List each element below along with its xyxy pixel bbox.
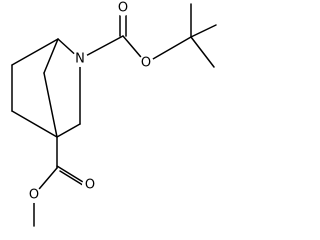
bond-ester-carbonyl-2 [59, 170, 87, 188]
carbamate-ester-oxygen-label: O [141, 56, 151, 71]
bond-tert-carbon-to-methyl-right [190, 24, 217, 38]
bond-bridge-to-quaternary-carbon [43, 72, 58, 138]
ester-methoxy-oxygen-label: O [29, 188, 39, 203]
carbamate-carbonyl-oxygen-label: O [118, 1, 128, 16]
bond-bridgehead-top-to-left-upper [11, 38, 59, 66]
bond-ester-carbonyl-1 [56, 165, 84, 183]
bond-ester-o-to-tert-carbon [145, 36, 192, 64]
chemical-structure-diagram: N O O O O [11, 0, 217, 227]
bond-left-lower-to-quaternary-carbon [11, 110, 58, 138]
bond-tert-carbon-to-methyl-bottom [190, 36, 215, 68]
bond-nitrogen-to-carbamate-carbon [79, 35, 124, 60]
nitrogen-atom-label: N [75, 52, 85, 67]
bond-ch2-ring-to-quaternary-carbon [56, 123, 81, 138]
ester-carbonyl-oxygen-label: O [85, 178, 95, 193]
bond-bridgehead-top-to-bridge [43, 38, 59, 74]
